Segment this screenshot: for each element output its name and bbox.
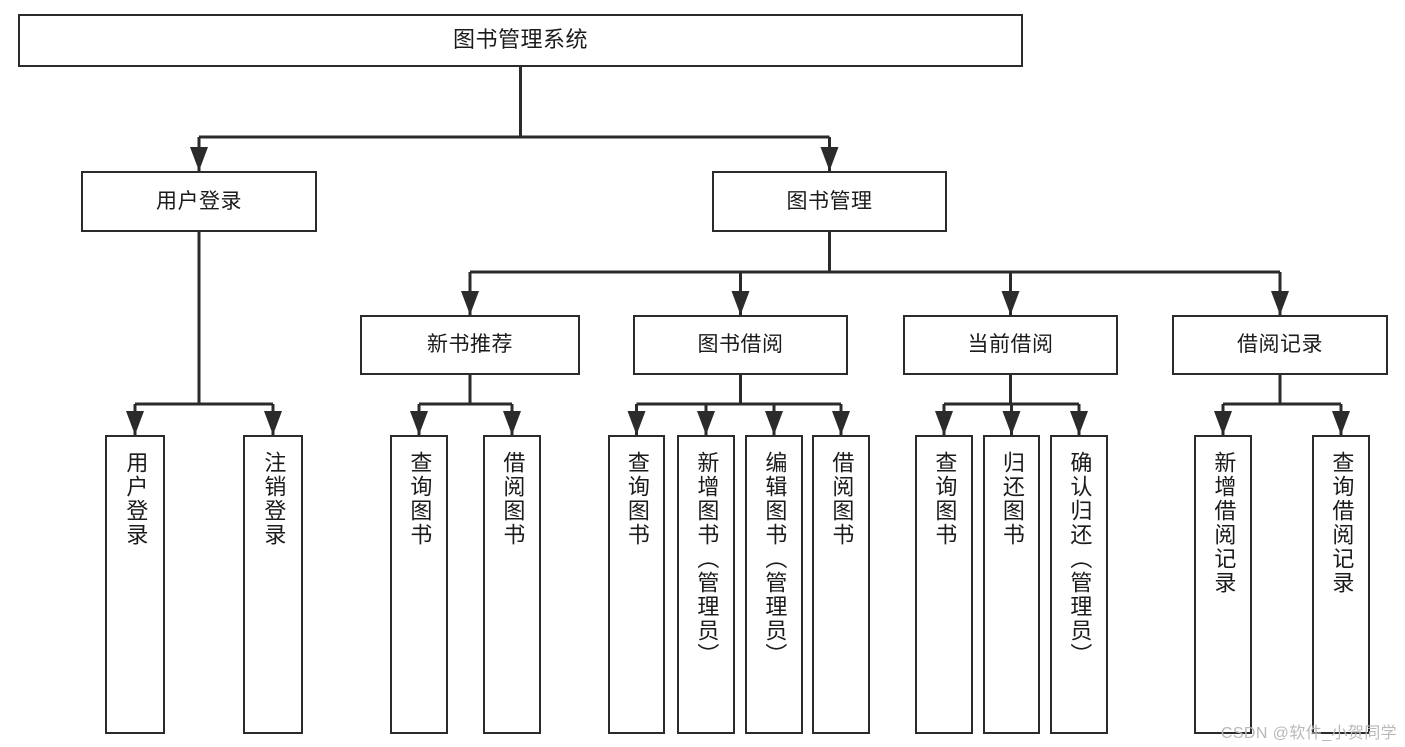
node-c-query[interactable]: 查询图书 [915, 435, 973, 734]
node-label: 图书管理 [786, 189, 873, 213]
arrowhead-icon [1001, 291, 1020, 315]
arrowhead-icon [1214, 411, 1232, 435]
arrowhead-icon [410, 411, 428, 435]
node-label: 借阅图书 [829, 451, 855, 547]
arrowhead-icon [935, 411, 953, 435]
arrowhead-icon [1332, 411, 1350, 435]
node-label: 新书推荐 [427, 333, 513, 357]
node-r-add[interactable]: 新增借阅记录 [1194, 435, 1252, 734]
node-c-return[interactable]: 归还图书 [983, 435, 1040, 734]
node-root[interactable]: 图书管理系统 [18, 14, 1023, 67]
arrowhead-icon [190, 147, 208, 171]
node-label: 新增借阅记录 [1211, 451, 1237, 595]
node-label: 查询图书 [624, 451, 650, 547]
node-r-query[interactable]: 查询借阅记录 [1312, 435, 1370, 734]
node-b-query[interactable]: 查询图书 [608, 435, 665, 734]
node-label: 借阅记录 [1237, 333, 1323, 357]
node-label: 注销登录 [261, 451, 287, 547]
node-l-logout[interactable]: 注销登录 [243, 435, 303, 734]
arrowhead-icon [820, 147, 839, 171]
node-l-login[interactable]: 用户登录 [105, 435, 165, 734]
node-label: 图书借阅 [697, 333, 784, 357]
node-label: 当前借阅 [967, 333, 1054, 357]
node-c-confirm[interactable]: 确认归还（管理员） [1050, 435, 1108, 734]
node-login[interactable]: 用户登录 [81, 171, 317, 232]
arrowhead-icon [126, 411, 144, 435]
arrowhead-icon [503, 411, 521, 435]
node-label: 用户登录 [156, 189, 242, 213]
node-n-borrow[interactable]: 借阅图书 [483, 435, 541, 734]
arrowhead-icon [765, 411, 783, 435]
node-current[interactable]: 当前借阅 [903, 315, 1118, 375]
node-label: 查询图书 [407, 451, 433, 547]
arrowhead-icon [697, 411, 715, 435]
node-label: 查询借阅记录 [1329, 451, 1355, 595]
node-n-query[interactable]: 查询图书 [390, 435, 448, 734]
node-newrec[interactable]: 新书推荐 [360, 315, 580, 375]
node-label: 查询图书 [932, 451, 958, 547]
watermark-label: CSDN @软件_小贺同学 [1220, 725, 1397, 742]
node-label: 借阅图书 [500, 451, 526, 547]
arrowhead-icon [1002, 411, 1021, 435]
node-books[interactable]: 图书管理 [712, 171, 947, 232]
node-record[interactable]: 借阅记录 [1172, 315, 1388, 375]
node-label: 归还图书 [999, 451, 1025, 547]
node-borrow[interactable]: 图书借阅 [633, 315, 848, 375]
node-label: 确认归还（管理员） [1067, 451, 1093, 667]
arrowhead-icon [264, 411, 282, 435]
arrowhead-icon [1271, 291, 1289, 315]
node-b-lend[interactable]: 借阅图书 [812, 435, 870, 734]
arrowhead-icon [1070, 411, 1088, 435]
node-b-edit[interactable]: 编辑图书（管理员） [745, 435, 803, 734]
node-b-add[interactable]: 新增图书（管理员） [677, 435, 735, 734]
node-label: 新增图书（管理员） [694, 451, 720, 667]
arrowhead-icon [461, 291, 479, 315]
arrowhead-icon [832, 411, 850, 435]
arrowhead-icon [731, 291, 750, 315]
node-label: 用户登录 [123, 451, 149, 547]
node-label: 编辑图书（管理员） [762, 451, 788, 667]
node-label: 图书管理系统 [452, 27, 588, 53]
arrowhead-icon [627, 411, 646, 435]
